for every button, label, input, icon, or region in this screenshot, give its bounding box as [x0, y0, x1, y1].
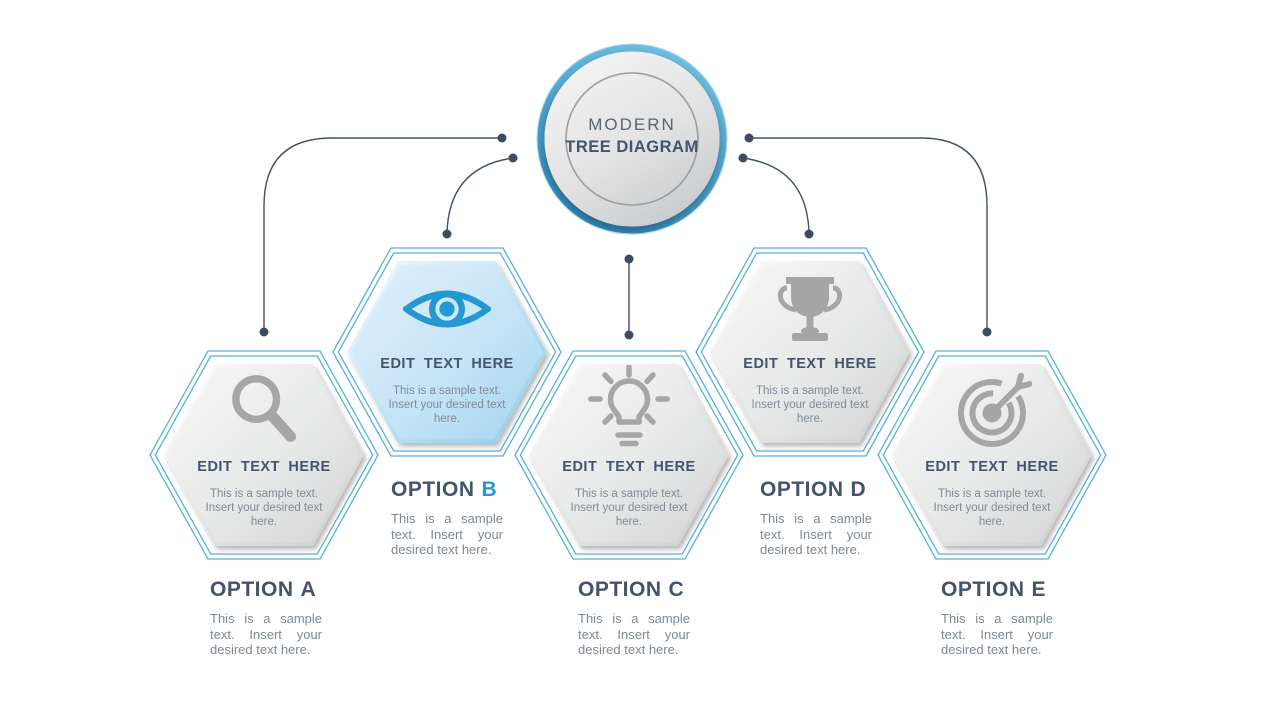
- trophy-icon: [777, 277, 843, 341]
- central-title-line2: TREE DIAGRAM: [565, 138, 699, 156]
- card-title[interactable]: EDIT TEXT HERE: [743, 356, 877, 372]
- card-body[interactable]: This is a sample text. Insert your desir…: [205, 488, 323, 528]
- option-letter: B: [481, 478, 498, 501]
- option-letter: E: [1031, 578, 1047, 601]
- hexagon-shape: [149, 350, 379, 560]
- option-word: OPTION: [578, 578, 662, 601]
- central-node-shape: [536, 43, 728, 235]
- light-bulb-icon: [588, 365, 670, 447]
- option-e-heading[interactable]: OPTION E: [941, 578, 1053, 602]
- hex-node-option-a[interactable]: EDIT TEXT HERE This is a sample text. In…: [148, 349, 380, 561]
- card-title[interactable]: EDIT TEXT HERE: [562, 459, 696, 475]
- option-word: OPTION: [210, 578, 294, 601]
- connector-e: [749, 137, 988, 332]
- option-word: OPTION: [760, 478, 844, 501]
- hexagon-shape: [514, 350, 744, 560]
- option-b-heading[interactable]: OPTION B: [391, 478, 503, 502]
- option-a-heading[interactable]: OPTION A: [210, 578, 322, 602]
- option-c-heading[interactable]: OPTION C: [578, 578, 690, 602]
- option-word: OPTION: [391, 478, 475, 501]
- connector-a: [263, 137, 502, 332]
- option-letter: C: [668, 578, 685, 601]
- card-title[interactable]: EDIT TEXT HERE: [380, 356, 514, 372]
- option-letter: A: [300, 578, 317, 601]
- option-a-body[interactable]: This is a sample text. Insert your desir…: [210, 611, 322, 657]
- connector-b: [446, 157, 514, 235]
- card-title[interactable]: EDIT TEXT HERE: [925, 459, 1059, 475]
- option-c-label: OPTION C This is a sample text. Insert yo…: [578, 578, 690, 658]
- hexagon-shape: [695, 247, 925, 457]
- card-body[interactable]: This is a sample text. Insert your desir…: [751, 385, 869, 425]
- hex-node-option-d[interactable]: EDIT TEXT HERE This is a sample text. In…: [694, 246, 926, 458]
- option-a-label: OPTION A This is a sample text. Insert yo…: [210, 578, 322, 658]
- hex-node-option-e[interactable]: EDIT TEXT HERE This is a sample text. In…: [876, 349, 1108, 561]
- target-arrow-icon: [958, 373, 1032, 447]
- magnifier-icon: [232, 375, 296, 442]
- central-node[interactable]: MODERN TREE DIAGRAM: [536, 43, 728, 235]
- card-body[interactable]: This is a sample text. Insert your desir…: [388, 385, 506, 425]
- central-title-line1: MODERN: [588, 115, 676, 134]
- eye-icon: [403, 290, 491, 328]
- option-e-body[interactable]: This is a sample text. Insert your desir…: [941, 611, 1053, 657]
- card-title[interactable]: EDIT TEXT HERE: [197, 459, 331, 475]
- option-e-label: OPTION E This is a sample text. Insert yo…: [941, 578, 1053, 658]
- connector-d: [742, 157, 810, 235]
- hexagon-shape: [877, 350, 1107, 560]
- option-letter: D: [850, 478, 867, 501]
- option-word: OPTION: [941, 578, 1025, 601]
- option-d-heading[interactable]: OPTION D: [760, 478, 872, 502]
- card-body[interactable]: This is a sample text. Insert your desir…: [570, 488, 688, 528]
- option-d-body[interactable]: This is a sample text. Insert your desir…: [760, 511, 872, 557]
- option-c-body[interactable]: This is a sample text. Insert your desir…: [578, 611, 690, 657]
- option-b-body[interactable]: This is a sample text. Insert your desir…: [391, 511, 503, 557]
- card-body[interactable]: This is a sample text. Insert your desir…: [933, 488, 1051, 528]
- hexagon-shape: [332, 247, 562, 457]
- hex-node-option-b[interactable]: EDIT TEXT HERE This is a sample text. In…: [331, 246, 563, 458]
- hex-node-option-c[interactable]: EDIT TEXT HERE This is a sample text. In…: [513, 349, 745, 561]
- option-d-label: OPTION D This is a sample text. Insert yo…: [760, 478, 872, 558]
- central-node-text[interactable]: MODERN TREE DIAGRAM: [536, 113, 728, 159]
- option-b-label: OPTION B This is a sample text. Insert yo…: [391, 478, 503, 558]
